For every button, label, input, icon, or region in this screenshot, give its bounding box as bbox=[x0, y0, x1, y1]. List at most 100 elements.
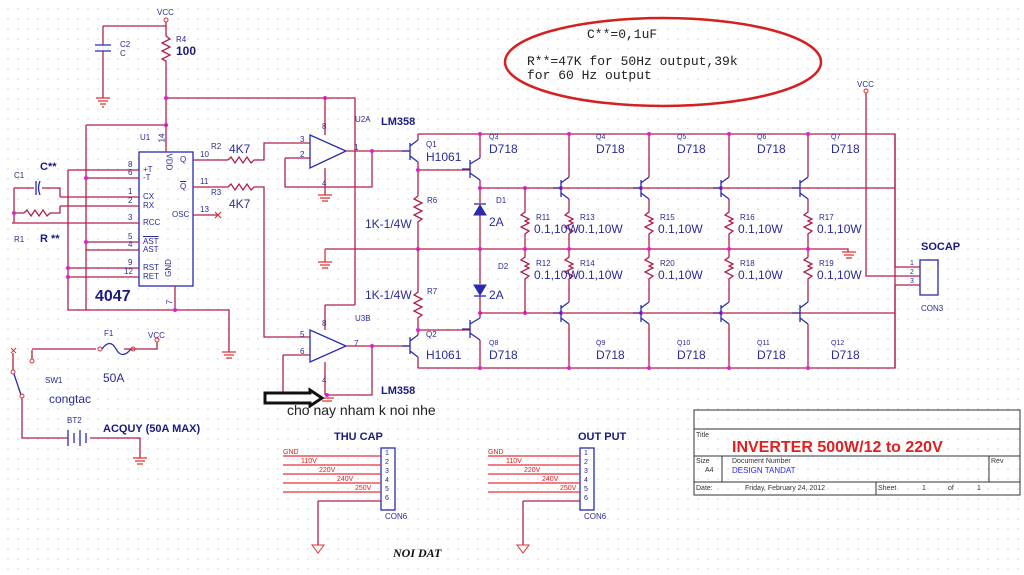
u3b-pin-vpos: 8 bbox=[322, 319, 327, 328]
q2-part: H1061 bbox=[426, 348, 462, 362]
socap-pin-2: 2 bbox=[910, 269, 914, 276]
bottom-resistor-value: 0.1,10W bbox=[658, 268, 703, 282]
size-value: A4 bbox=[705, 467, 714, 474]
bottom-power-transistor bbox=[713, 301, 730, 325]
connector-title: THU CAP bbox=[334, 431, 383, 443]
u1-right-pin-number: 13 bbox=[200, 205, 209, 214]
u2a-ground-icon bbox=[318, 194, 332, 202]
d1-diode bbox=[473, 204, 487, 216]
r1-resistor bbox=[23, 208, 51, 218]
c1-value: C** bbox=[40, 161, 57, 173]
d2-ref: D2 bbox=[498, 262, 509, 271]
u2a-pin-plus: 3 bbox=[300, 135, 305, 144]
bottom-transistor-part: D718 bbox=[489, 348, 518, 362]
top-transistor-ref: Q6 bbox=[757, 134, 767, 141]
bottom-resistor-ref: R19 bbox=[819, 259, 834, 268]
r4-value: 100 bbox=[176, 44, 197, 58]
u1-pin-name: AST bbox=[143, 237, 159, 246]
connector-pin-number: 6 bbox=[385, 495, 389, 502]
connector-wire-label: GND bbox=[488, 449, 504, 456]
u1-pin-name: RST bbox=[143, 263, 159, 272]
socap-pin-3: 3 bbox=[910, 278, 914, 285]
u1-pin-number: 5 bbox=[128, 232, 133, 241]
connector-wire-label: 220V bbox=[319, 467, 336, 474]
u1-pin-gnd-num: 7 bbox=[165, 299, 175, 305]
top-transistor-part: D718 bbox=[757, 142, 786, 156]
docnum-value: DESIGN TANDAT bbox=[732, 466, 796, 475]
r7-ref: R7 bbox=[427, 287, 438, 296]
c2-capacitor bbox=[95, 44, 111, 52]
title-text: INVERTER 500W/12 to 220V bbox=[732, 439, 943, 456]
vcc-fuse-label: VCC bbox=[148, 331, 165, 340]
u1-right-pin-number: 11 bbox=[200, 177, 209, 186]
bottom-shunt-resistor bbox=[723, 249, 735, 290]
bottom-transistor-part: D718 bbox=[757, 348, 786, 362]
connector-part: CON6 bbox=[584, 512, 607, 521]
u1-vdd-label: VDD bbox=[164, 153, 174, 171]
note-r-value-line2: for 60 Hz output bbox=[527, 68, 652, 83]
mid-ground-icon bbox=[318, 249, 332, 269]
u2a-ref: U2A bbox=[355, 115, 371, 124]
bottom-resistor-value: 0.1,10W bbox=[578, 268, 623, 282]
note-ellipse bbox=[503, 16, 823, 108]
connector-pin-number: 2 bbox=[584, 459, 588, 466]
q1-part: H1061 bbox=[426, 150, 462, 164]
connector-wire-label: 220V bbox=[524, 467, 541, 474]
vcc-right-label: VCC bbox=[857, 80, 874, 89]
socap-pin-1: 1 bbox=[910, 260, 914, 267]
r6-value: 1K-1/4W bbox=[365, 217, 412, 231]
top-transistor-part: D718 bbox=[677, 142, 706, 156]
bottom-resistor-value: 0.1,10W bbox=[534, 268, 579, 282]
top-resistor-ref: R11 bbox=[536, 213, 551, 222]
connector-wire-label: 110V bbox=[301, 458, 317, 465]
top-resistor-value: 0.1,10W bbox=[817, 222, 862, 236]
bottom-resistor-ref: R12 bbox=[536, 259, 551, 268]
r2-ref: R2 bbox=[211, 142, 222, 151]
u1-pin-name: RX bbox=[143, 201, 155, 210]
d2-value: 2A bbox=[489, 288, 504, 302]
u1-pin-name: AST bbox=[143, 245, 159, 254]
u3b-pin-vneg: 4 bbox=[322, 376, 327, 385]
r1-value: R ** bbox=[40, 233, 60, 245]
connector-pin-number: 1 bbox=[385, 450, 389, 457]
of-label: of bbox=[948, 485, 954, 492]
connector-pin-number: 4 bbox=[385, 477, 389, 484]
top-resistor-value: 0.1,10W bbox=[658, 222, 703, 236]
c2-ground-icon bbox=[96, 97, 110, 108]
r7-value: 1K-1/4W bbox=[365, 288, 412, 302]
socap-part: CON3 bbox=[921, 304, 944, 313]
top-power-transistor bbox=[633, 176, 650, 200]
c2-ref: C2 bbox=[120, 40, 131, 49]
u1-pin-name: CX bbox=[143, 192, 155, 201]
top-resistor-ref: R15 bbox=[660, 213, 675, 222]
bottom-shunt-resistor bbox=[643, 249, 655, 290]
top-power-transistor bbox=[792, 176, 809, 200]
connector-pin-number: 4 bbox=[584, 477, 588, 484]
top-resistor-value: 0.1,10W bbox=[578, 222, 623, 236]
u2a-pin-vpos: 8 bbox=[322, 122, 327, 131]
u1-pin-name: -T bbox=[143, 173, 151, 182]
battery-ground-icon bbox=[133, 457, 147, 465]
top-resistor-ref: R16 bbox=[740, 213, 755, 222]
note-c-value: C**=0,1uF bbox=[587, 27, 658, 42]
u1-pin-number: 9 bbox=[128, 258, 133, 267]
r7-resistor bbox=[412, 249, 424, 330]
u2a-pin-out: 1 bbox=[354, 143, 359, 152]
top-transistor-ref: Q4 bbox=[596, 134, 606, 141]
top-shunt-resistor bbox=[519, 188, 531, 249]
top-transistor-part: D718 bbox=[831, 142, 860, 156]
f1-fuse bbox=[101, 342, 132, 356]
top-transistor-ref: Q3 bbox=[489, 134, 499, 141]
u1-pin-number: 12 bbox=[124, 267, 133, 276]
u1-pin-number: 4 bbox=[128, 240, 133, 249]
u3b-pin-out: 7 bbox=[354, 339, 359, 348]
u1-right-pin-name: Q bbox=[180, 182, 187, 191]
bottom-resistor-ref: R20 bbox=[660, 259, 675, 268]
sheet-total: 1 bbox=[977, 485, 981, 492]
connector-wire-label: GND bbox=[283, 449, 299, 456]
r1-ref: R1 bbox=[14, 235, 25, 244]
sw1-ref: SW1 bbox=[45, 376, 63, 385]
u3b-ref: U3B bbox=[355, 314, 371, 323]
u1-pin-number: 6 bbox=[128, 168, 133, 177]
